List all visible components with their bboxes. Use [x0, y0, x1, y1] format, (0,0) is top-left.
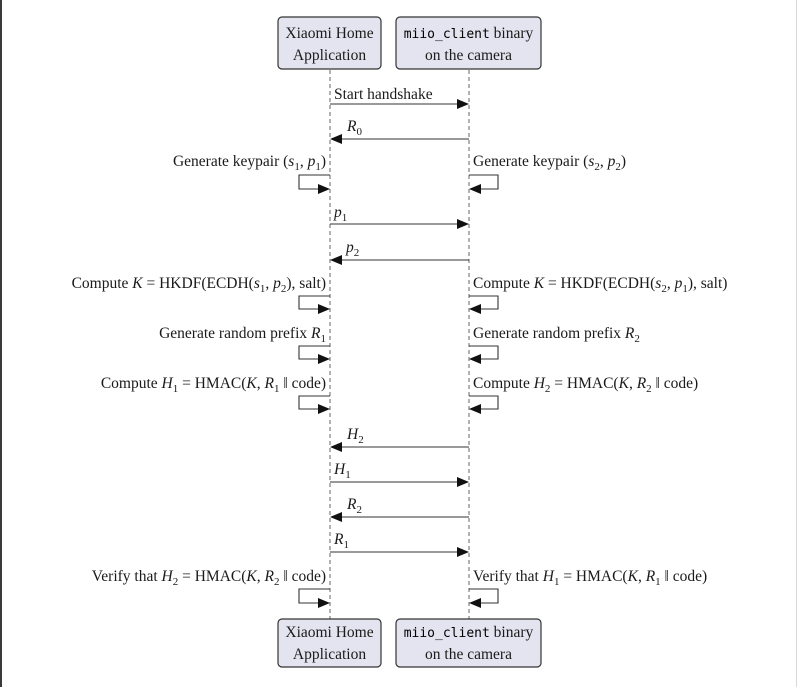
arrow-right-icon: [318, 404, 330, 414]
self-call-app-verify: Verify that H2 = HMAC(K, R2 ‖ code): [92, 568, 330, 608]
self-loop-line: [298, 395, 330, 410]
arrow-right-icon: [318, 184, 330, 194]
self-call-label: Generate random prefix R2: [473, 325, 640, 345]
message-start-handshake: Start handshake: [330, 86, 469, 109]
message-label: Start handshake: [334, 86, 433, 103]
self-loop-line: [469, 295, 499, 310]
message-label: R0: [346, 118, 362, 138]
frame-left-edge: [0, 0, 2, 687]
actor-box: [395, 618, 542, 668]
actor-label-line1: Xiaomi Home: [285, 624, 373, 641]
self-call-app-keypair: Generate keypair (s1, p1): [173, 153, 330, 194]
actor-camera-top: miio_client binary on the camera: [395, 16, 542, 70]
message-label: R1: [333, 531, 349, 551]
arrow-left-icon: [469, 598, 481, 608]
self-loop-line: [298, 588, 330, 604]
actor-label-line1: Xiaomi Home: [285, 25, 373, 42]
self-call-label: Verify that H2 = HMAC(K, R2 ‖ code): [92, 568, 326, 588]
self-loop-line: [469, 174, 499, 190]
arrow-left-icon: [469, 404, 481, 414]
actor-label-line2: Application: [293, 646, 366, 663]
actor-app-top: Xiaomi Home Application: [277, 16, 382, 70]
self-loop-line: [298, 174, 330, 190]
self-loop-line: [469, 588, 499, 604]
arrow-right-icon: [318, 304, 330, 314]
message-p2: p2: [330, 239, 469, 265]
self-call-label: Compute K = HKDF(ECDH(s2, p1), salt): [473, 275, 727, 295]
arrow-left-icon: [330, 255, 342, 265]
actor-label-line2: on the camera: [425, 646, 512, 663]
message-label: p2: [345, 239, 359, 259]
self-call-label: Generate keypair (s2, p2): [473, 153, 626, 173]
message-p1: p1: [330, 204, 469, 229]
arrow-right-icon: [318, 598, 330, 608]
arrow-right-icon: [457, 477, 469, 487]
self-loop-line: [469, 345, 499, 360]
self-call-app-prefix: Generate random prefix R1: [159, 325, 330, 364]
self-call-cam-prefix: Generate random prefix R2: [469, 325, 640, 364]
self-call-app-compute-k: Compute K = HKDF(ECDH(s1, p2), salt): [72, 275, 330, 314]
actor-app-bottom: Xiaomi Home Application: [277, 618, 382, 668]
arrow-right-icon: [457, 219, 469, 229]
message-label: H2: [346, 426, 364, 446]
message-label: p1: [333, 204, 347, 224]
self-loop-line: [469, 395, 499, 410]
actor-label-line2: on the camera: [425, 47, 512, 64]
arrow-right-icon: [457, 99, 469, 109]
actor-box: [277, 618, 382, 668]
self-call-label: Generate keypair (s1, p1): [173, 153, 326, 173]
arrow-left-icon: [330, 134, 342, 144]
self-call-label: Compute K = HKDF(ECDH(s1, p2), salt): [72, 275, 326, 295]
self-call-cam-keypair: Generate keypair (s2, p2): [469, 153, 626, 194]
self-call-app-compute-h: Compute H1 = HMAC(K, R1 ‖ code): [101, 375, 330, 414]
actor-label-line1: miio_client binary: [404, 624, 534, 641]
arrow-left-icon: [469, 184, 481, 194]
self-call-cam-verify: Verify that H1 = HMAC(K, R1 ‖ code): [469, 568, 707, 608]
actor-box: [395, 16, 542, 70]
message-r1: R1: [330, 531, 469, 557]
code-identifier: miio_client: [404, 27, 490, 42]
actor-box: [277, 16, 382, 70]
self-call-cam-compute-k: Compute K = HKDF(ECDH(s2, p1), salt): [469, 275, 727, 314]
arrow-right-icon: [318, 354, 330, 364]
arrow-left-icon: [469, 354, 481, 364]
self-call-cam-compute-h: Compute H2 = HMAC(K, R2 ‖ code): [469, 375, 698, 414]
arrow-left-icon: [469, 304, 481, 314]
self-loop-line: [298, 345, 330, 360]
arrow-left-icon: [330, 512, 342, 522]
actor-camera-bottom: miio_client binary on the camera: [395, 618, 542, 668]
self-call-label: Generate random prefix R1: [159, 325, 326, 345]
self-call-label: Verify that H1 = HMAC(K, R1 ‖ code): [473, 568, 707, 588]
self-call-label: Compute H2 = HMAC(K, R2 ‖ code): [473, 375, 698, 395]
message-label: H1: [333, 461, 351, 481]
actor-label-line2: Application: [293, 47, 366, 64]
message-h2: H2: [330, 426, 469, 452]
arrow-left-icon: [330, 442, 342, 452]
message-r2: R2: [330, 496, 469, 522]
self-call-label: Compute H1 = HMAC(K, R1 ‖ code): [101, 375, 326, 395]
arrow-right-icon: [457, 547, 469, 557]
code-identifier: miio_client: [404, 626, 490, 641]
self-loop-line: [298, 295, 330, 310]
message-label: R2: [346, 496, 362, 516]
actor-label-line1: miio_client binary: [404, 25, 534, 42]
message-r0: R0: [330, 118, 469, 144]
message-h1: H1: [330, 461, 469, 487]
